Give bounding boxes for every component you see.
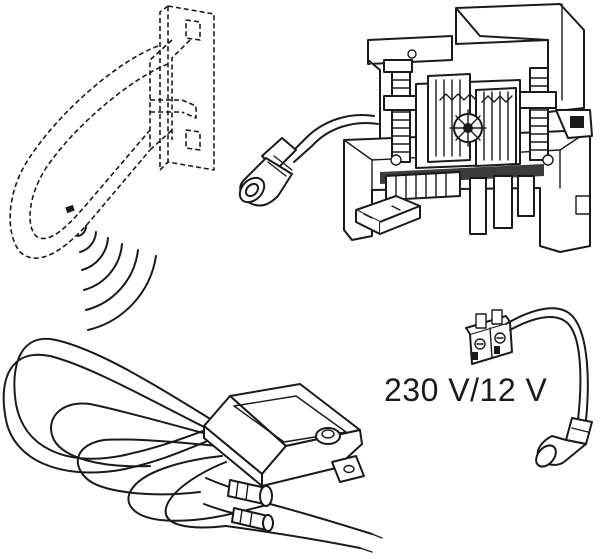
terminal-connector-icon bbox=[465, 307, 593, 468]
power-supply-box-icon bbox=[2, 337, 383, 553]
sensor-waves-icon bbox=[77, 225, 157, 331]
flush-valve-unit-icon bbox=[238, 3, 593, 253]
voltage-label: 230 V/12 V bbox=[384, 372, 548, 408]
dashed-grab-bar-icon bbox=[9, 5, 215, 259]
